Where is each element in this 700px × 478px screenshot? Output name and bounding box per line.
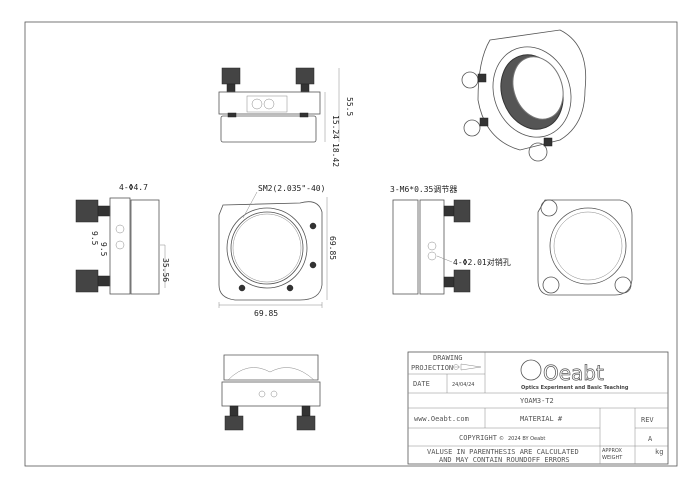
- weight-unit: kg: [655, 448, 663, 456]
- knob: [224, 415, 244, 431]
- knob: [453, 199, 471, 223]
- front-view: SM2(2.035"-40) 69.85 69.85: [218, 184, 337, 318]
- dim-4-hole-4-7: 4-Φ4.7: [119, 183, 148, 192]
- projection-label: PROJECTION: [411, 364, 453, 372]
- logo-text: Oeabt: [543, 361, 604, 385]
- knob: [453, 269, 471, 293]
- note-line-1: VALUSE IN PARENTHESIS ARE CALCULATED: [427, 448, 579, 456]
- drawing-label: DRAWING: [433, 354, 463, 362]
- right-side-view: 3-M6*0.35调节器 4-Φ2.01对销孔: [390, 185, 511, 295]
- logo-tagline: Optics Experiment and Basic Teaching: [521, 385, 629, 391]
- weight-label-1: APPROX: [602, 448, 623, 454]
- copyright-label: COPYRIGHT: [459, 434, 498, 442]
- rev-label: REV: [641, 416, 654, 424]
- dim-sm2-thread: SM2(2.035"-40): [258, 184, 325, 193]
- isometric-view: [461, 29, 587, 162]
- bottom-view: [221, 354, 321, 431]
- title-block: DRAWING PROJECTION DATE 24/04/24 Oeabt O…: [407, 351, 669, 465]
- dim-55-5: 55.5: [345, 97, 354, 116]
- knob: [75, 199, 99, 223]
- knob: [221, 67, 241, 85]
- dim-adjuster: 3-M6*0.35调节器: [390, 185, 457, 194]
- material-label: MATERIAL #: [520, 415, 563, 423]
- dim-9-5-a: 9.5: [90, 231, 99, 246]
- website-link: www.Oeabt.com: [414, 415, 469, 423]
- top-view: 15.24 18.42 55.5: [218, 67, 354, 167]
- dim-35-56: 35.56: [161, 258, 170, 282]
- part-number: YOAM3-T2: [520, 397, 554, 405]
- dim-9-5-b: 9.5: [99, 242, 108, 257]
- date-label: DATE: [413, 380, 430, 388]
- oeabt-logo: Oeabt Optics Experiment and Basic Teachi…: [520, 359, 629, 391]
- drawing-frame: [24, 21, 678, 467]
- knob: [296, 415, 316, 431]
- date-value: 24/04/24: [452, 382, 474, 388]
- knob: [75, 269, 99, 293]
- dim-15-24: 15.24: [331, 115, 340, 139]
- knob: [295, 67, 315, 85]
- note-line-2: AND MAY CONTAIN ROUNDOFF ERRORS: [439, 456, 570, 464]
- dim-pin-hole: 4-Φ2.01对销孔: [453, 257, 511, 267]
- dim-18-42: 18.42: [331, 143, 340, 167]
- dim-69-85-height: 69.85: [328, 236, 337, 260]
- dim-69-85-width: 69.85: [254, 309, 278, 318]
- copyright-symbol-icon: ©: [499, 435, 504, 442]
- back-view: [537, 199, 633, 296]
- copyright-year: 2024 BY Oeabt: [508, 436, 545, 442]
- weight-label-2: WEIGHT: [602, 455, 623, 461]
- left-side-view: 4-Φ4.7 9.5 9.5 35.56: [75, 183, 170, 295]
- projection-symbol-icon: [452, 363, 482, 371]
- rev-value: A: [648, 435, 653, 443]
